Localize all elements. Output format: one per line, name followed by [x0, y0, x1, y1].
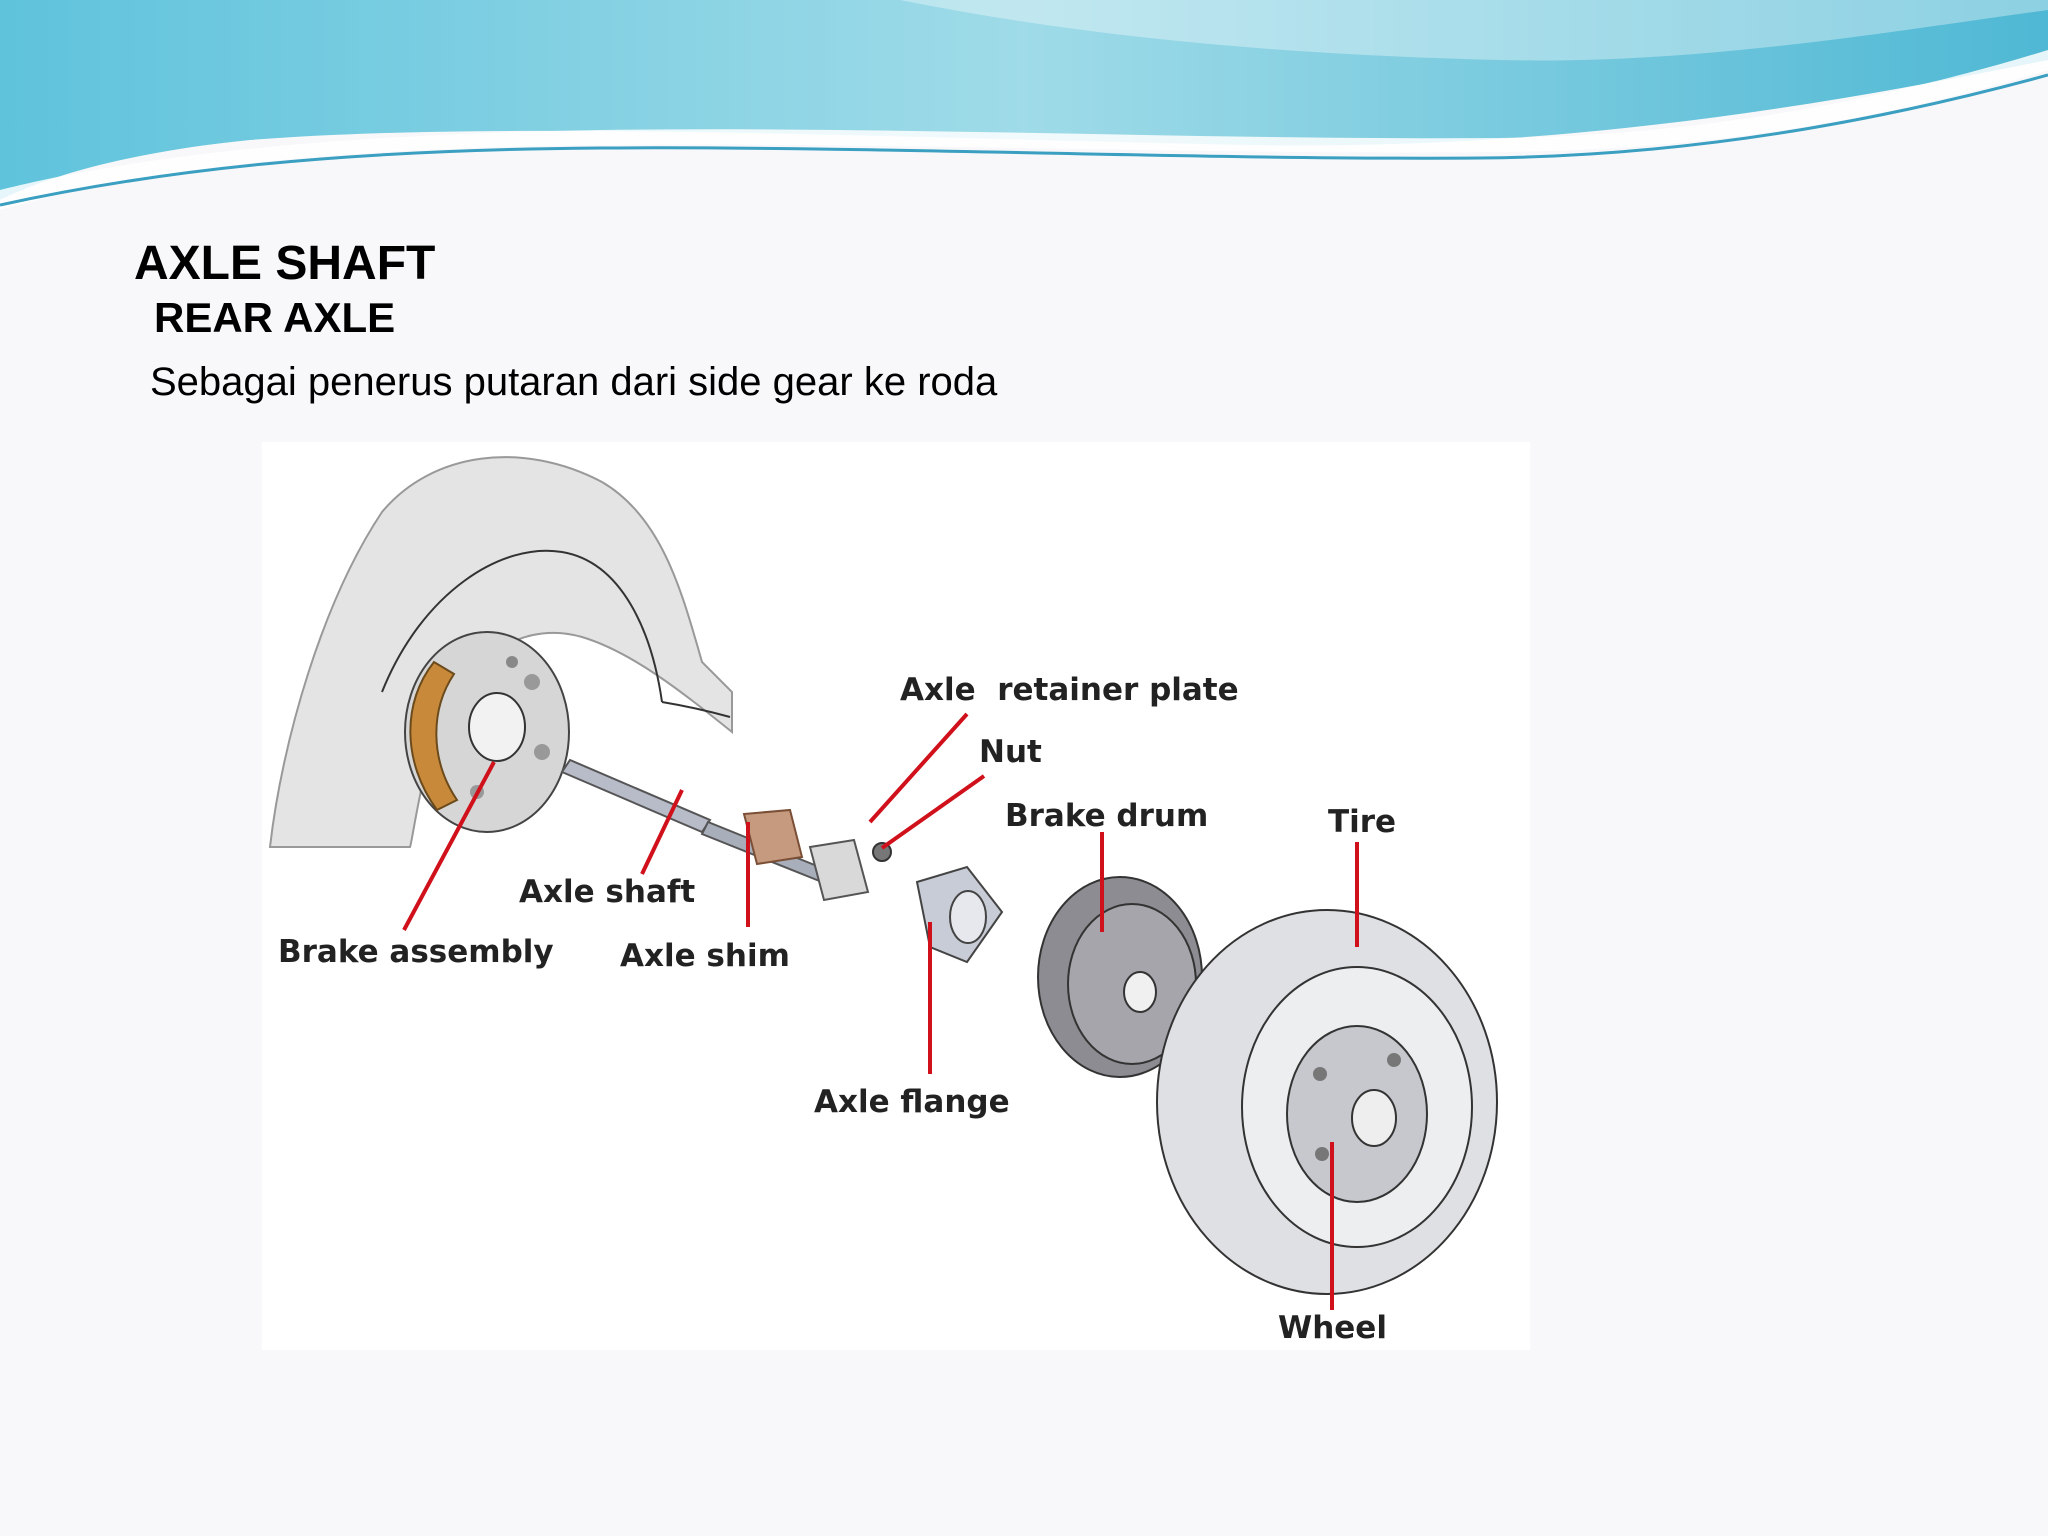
- label-tire: Tire: [1328, 804, 1396, 840]
- slide-subtitle: REAR AXLE: [154, 294, 396, 341]
- label-axle-retainer-plate: Axle retainer plate: [900, 672, 1239, 708]
- brake-assembly-illustration: [404, 631, 570, 833]
- label-axle-shaft: Axle shaft: [519, 874, 695, 910]
- label-brake-assembly: Brake assembly: [278, 934, 554, 970]
- slide-body-text: Sebagai penerus putaran dari side gear k…: [150, 360, 998, 404]
- label-axle-flange: Axle flange: [814, 1084, 1010, 1120]
- leader-nut: [880, 774, 986, 850]
- label-brake-drum: Brake drum: [1005, 798, 1208, 834]
- header-wave-banner: [0, 0, 2048, 210]
- nut-illustration: [872, 842, 892, 862]
- axle-flange-illustration: [915, 865, 1004, 964]
- leader-brake-assembly: [402, 761, 496, 931]
- leader-lines: [402, 712, 1359, 1310]
- label-axle-shim: Axle shim: [620, 938, 790, 974]
- label-wheel: Wheel: [1278, 1310, 1387, 1346]
- leader-axle-retainer-plate: [868, 712, 969, 824]
- wheel-illustration: [1286, 1025, 1428, 1203]
- label-nut: Nut: [979, 734, 1042, 770]
- rear-axle-diagram: Axle retainer plate Nut Brake drum Tire …: [262, 442, 1530, 1350]
- slide-title: AXLE SHAFT: [134, 237, 436, 290]
- axle-shim-illustration: [742, 808, 804, 866]
- brake-drum-illustration: [1037, 876, 1203, 1078]
- axle-retainer-plate-illustration: [808, 838, 870, 902]
- leader-axle-shaft: [640, 789, 684, 875]
